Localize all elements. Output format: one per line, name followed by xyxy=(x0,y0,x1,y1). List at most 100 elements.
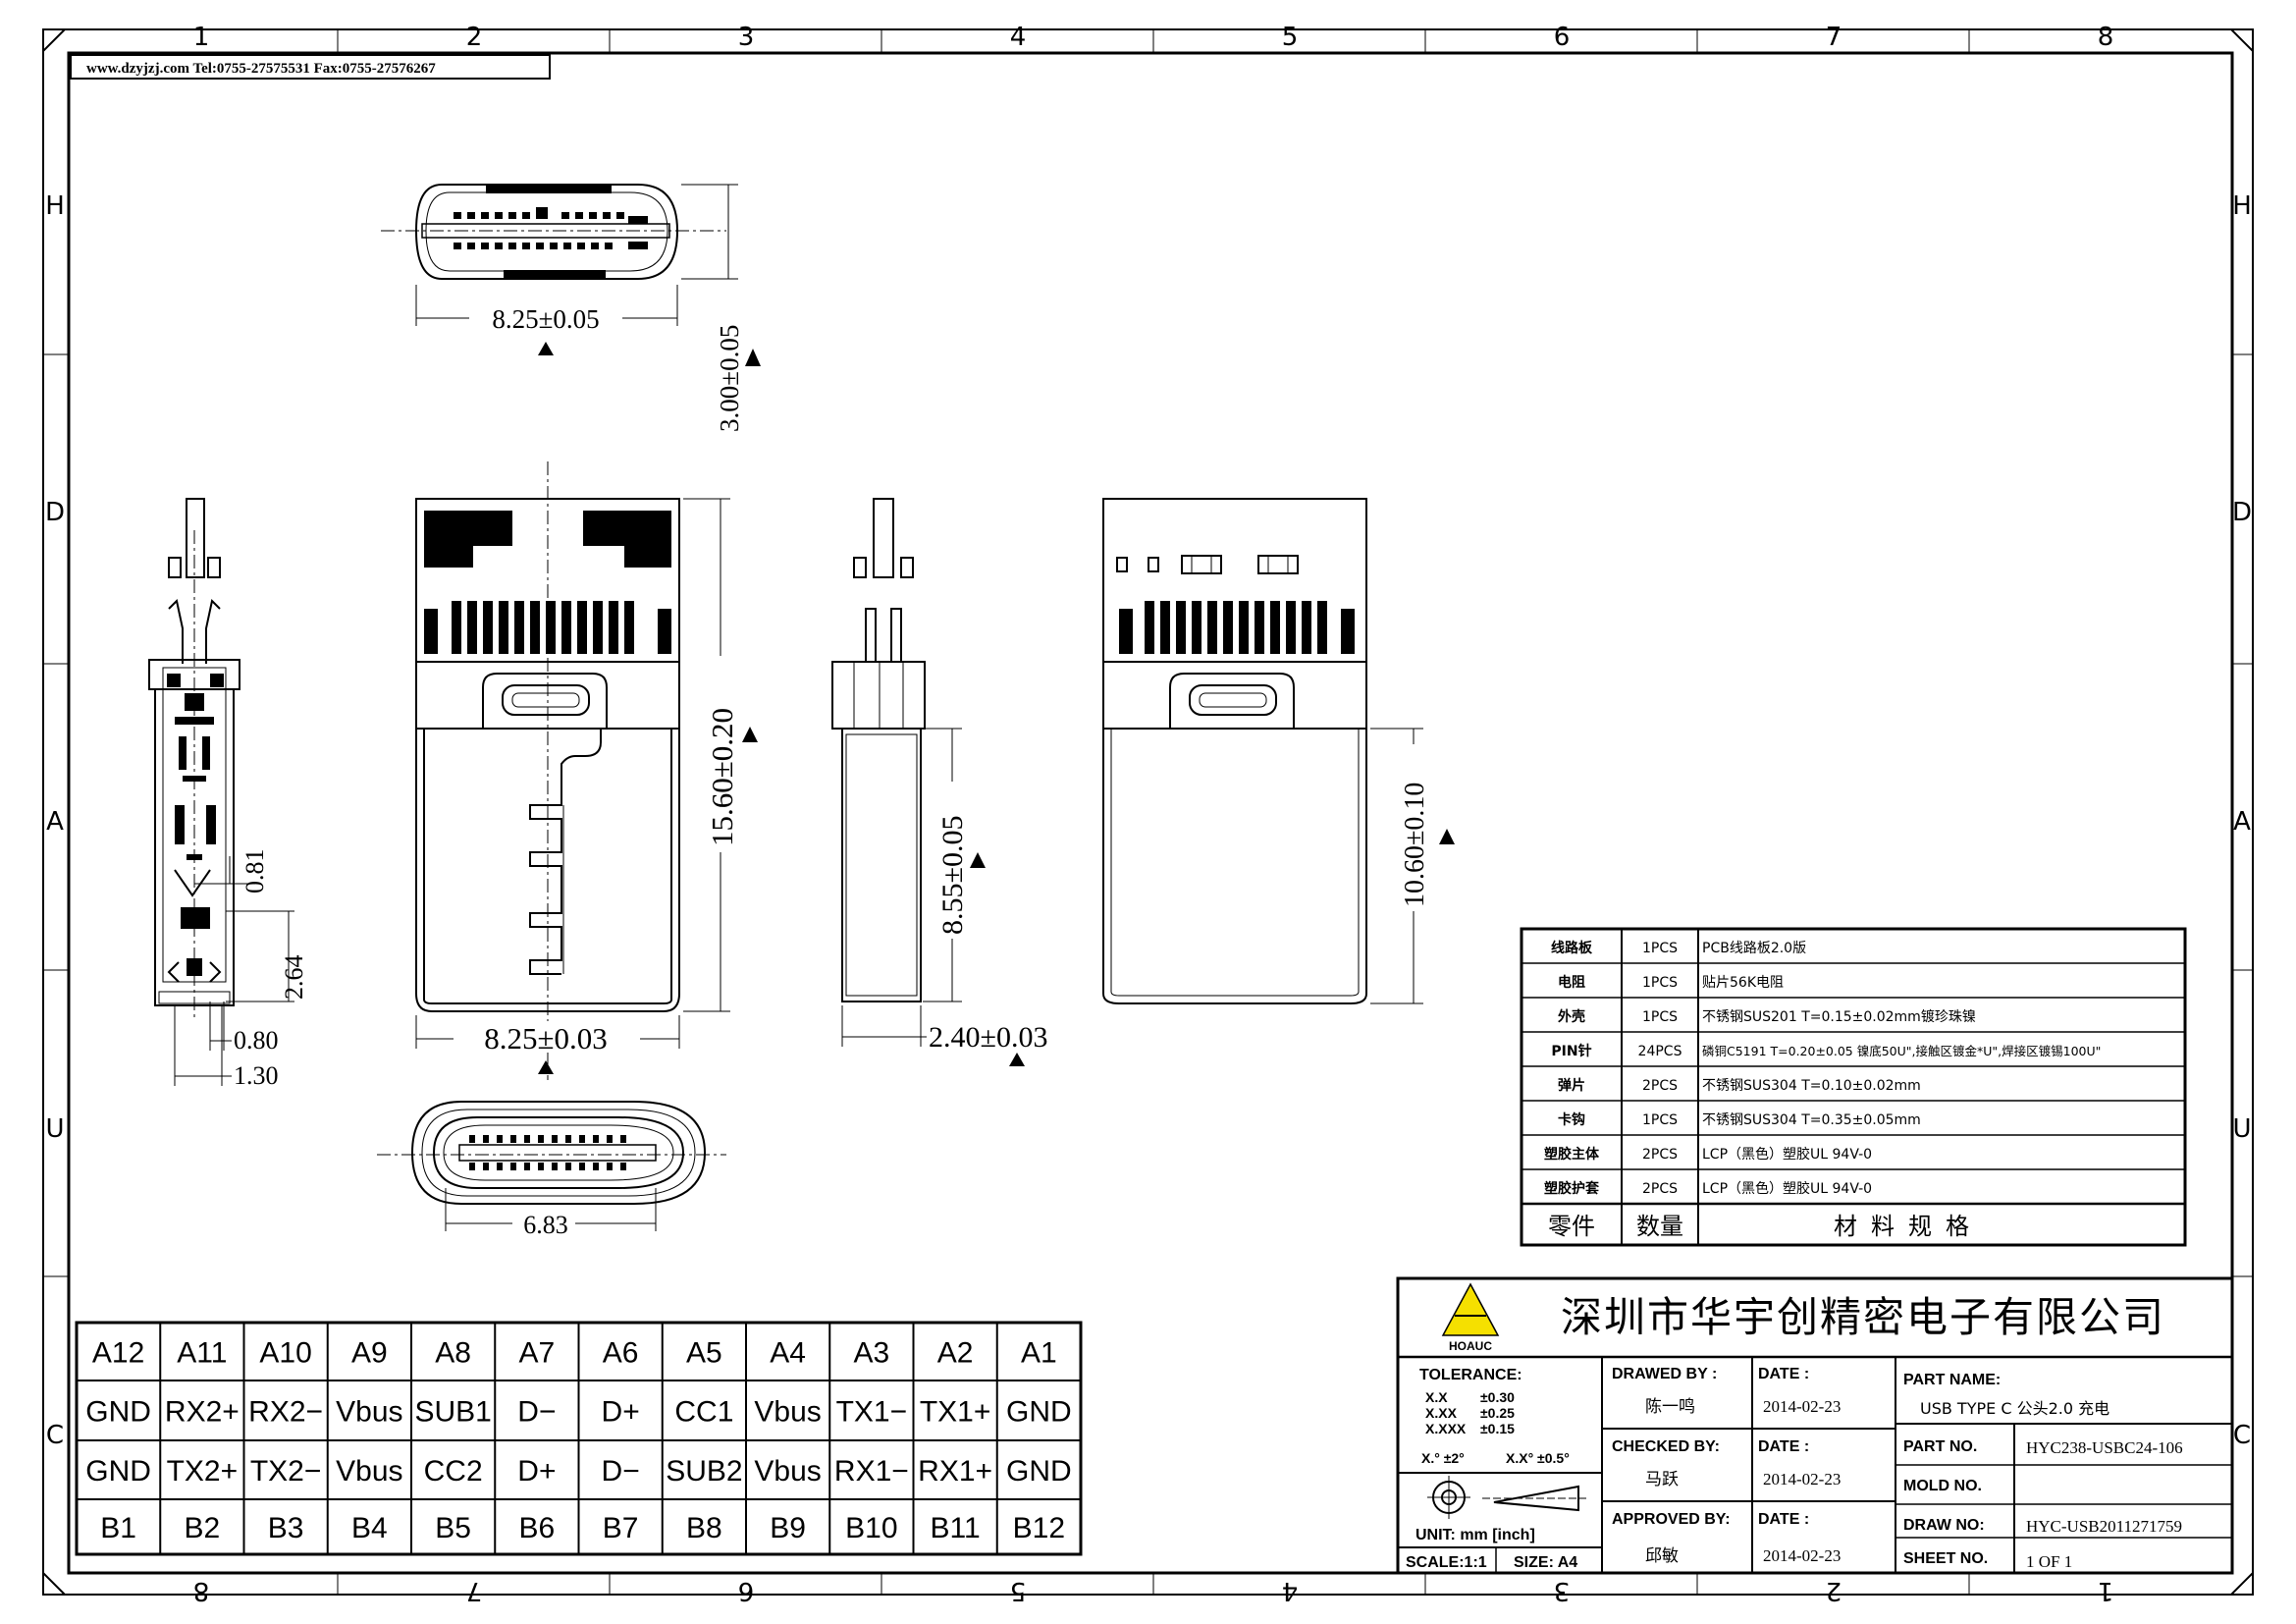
pinout-cell: B8 xyxy=(686,1512,722,1544)
checked-date: 2014-02-23 xyxy=(1763,1470,1841,1489)
pinout-cell: B3 xyxy=(268,1512,304,1544)
pinout-cell: RX1+ xyxy=(918,1455,992,1488)
datum-triangle xyxy=(970,852,986,868)
bom-qty: 1PCS xyxy=(1642,1009,1678,1025)
pinout-cell: TX2+ xyxy=(167,1455,239,1488)
dim-side-081: 0.81 xyxy=(240,849,269,894)
pinout-cell: GND xyxy=(85,1396,151,1429)
pinout-cell: Vbus xyxy=(336,1455,402,1488)
checked-by-name: 马跃 xyxy=(1645,1470,1679,1489)
draw-no-label: DRAW NO: xyxy=(1903,1517,1985,1534)
bom-part: 外壳 xyxy=(1558,1008,1585,1025)
col-label-top: 2 xyxy=(466,23,483,52)
pinout-cell: TX1+ xyxy=(920,1396,991,1429)
bom-spec: LCP（黑色）塑胶UL 94V-0 xyxy=(1702,1146,1872,1163)
pinout-cell: D+ xyxy=(602,1396,640,1429)
contact-text: www.dzyjzj.com Tel:0755-27575531 Fax:075… xyxy=(86,61,436,77)
row-label-right: C xyxy=(2233,1421,2251,1450)
pinout-cell: A10 xyxy=(259,1337,311,1370)
col-label-top: 8 xyxy=(2098,23,2114,52)
pinout-cell: B2 xyxy=(185,1512,221,1544)
tol-xxxx: X.XXX xyxy=(1425,1421,1467,1436)
bom-spec: LCP（黑色）塑胶UL 94V-0 xyxy=(1702,1180,1872,1197)
bom-header-part: 零件 xyxy=(1548,1213,1595,1240)
tol-angle-1: X.° ±2° xyxy=(1421,1450,1465,1466)
date-label: DATE : xyxy=(1758,1438,1809,1455)
part-name-value: USB TYPE C 公头2.0 充电 xyxy=(1920,1399,2109,1418)
drawn-by-label: DRAWED BY : xyxy=(1612,1366,1717,1382)
tol-xx: X.X xyxy=(1425,1389,1448,1405)
col-label-top: 1 xyxy=(193,23,210,52)
dim-profile-thickness: 2.40±0.03 xyxy=(929,1021,1047,1054)
row-label-left: U xyxy=(45,1114,64,1144)
company-logo: HOAUC xyxy=(1441,1282,1500,1353)
row-label-right: D xyxy=(2232,498,2252,527)
bom-spec: 不锈钢SUS304 T=0.35±0.05mm xyxy=(1702,1112,1921,1128)
col-label-top: 5 xyxy=(1282,23,1299,52)
datum-triangle xyxy=(1009,1053,1025,1066)
col-label-top: 3 xyxy=(738,23,755,52)
date-label: DATE : xyxy=(1758,1366,1809,1382)
profile-view-dims: 8.55±0.05 2.40±0.03 xyxy=(929,782,1047,1066)
approved-date: 2014-02-23 xyxy=(1763,1546,1841,1565)
pinout-cell: CC2 xyxy=(424,1455,483,1488)
pinout-cell: D+ xyxy=(517,1455,556,1488)
title-block: HOAUC 深圳市华宇创精密电子有限公司 TOLERANCE: X.X ±0.3… xyxy=(1396,1276,2234,1575)
pinout-cell: A7 xyxy=(519,1337,556,1370)
pinout-cell: B6 xyxy=(519,1512,556,1544)
col-label-bottom: 2 xyxy=(1826,1576,1842,1605)
col-label-top: 6 xyxy=(1554,23,1571,52)
pinout-cell: A3 xyxy=(854,1337,890,1370)
tolerance-label: TOLERANCE: xyxy=(1419,1367,1522,1383)
pinout-cell: A8 xyxy=(435,1337,471,1370)
draw-no-value: HYC-USB2011271759 xyxy=(2026,1517,2182,1536)
side-view-dims: 0.81 2.64 0.80 1.30 xyxy=(234,849,308,1091)
bom-spec: PCB线路板2.0版 xyxy=(1702,941,1806,956)
bom-part: 塑胶护套 xyxy=(1544,1180,1599,1197)
approved-by-name: 邱敏 xyxy=(1645,1546,1679,1566)
pinout-cell: Vbus xyxy=(754,1455,821,1488)
checked-by-label: CHECKED BY: xyxy=(1612,1438,1720,1455)
bom-qty: 2PCS xyxy=(1642,1147,1678,1163)
bom-qty: 1PCS xyxy=(1642,941,1678,956)
pinout-cell: B11 xyxy=(931,1512,981,1544)
pinout-cell: A4 xyxy=(770,1337,806,1370)
sheet-frame xyxy=(42,28,2254,1596)
col-label-bottom: 4 xyxy=(1282,1576,1299,1605)
col-label-top: 4 xyxy=(1010,23,1027,52)
pinout-cell: A11 xyxy=(177,1337,227,1370)
dim-side-130: 1.30 xyxy=(234,1061,279,1090)
part-name-label: PART NAME: xyxy=(1903,1372,2001,1388)
mold-no-label: MOLD NO. xyxy=(1903,1478,1982,1494)
col-label-bottom: 7 xyxy=(466,1576,483,1605)
pinout-cell: B12 xyxy=(1013,1512,1065,1544)
tol-xxxx-val: ±0.15 xyxy=(1480,1421,1515,1436)
bom-qty: 2PCS xyxy=(1642,1078,1678,1094)
pinout-cell: Vbus xyxy=(754,1396,821,1429)
back-view-dims: 10.60±0.10 xyxy=(1396,744,1455,911)
pinout-cell: RX2+ xyxy=(165,1396,240,1429)
col-label-bottom: 1 xyxy=(2098,1576,2114,1605)
pinout-cell: B10 xyxy=(845,1512,897,1544)
end-view-dims: 6.83 xyxy=(512,1210,575,1239)
top-view-dims: 8.25±0.05 3.00±0.05 xyxy=(469,304,761,432)
front-view xyxy=(415,461,730,1080)
dim-top-height: 3.00±0.05 xyxy=(715,325,744,432)
bom-spec: 磷铜C5191 T=0.20±0.05 镍底50U",接触区镀金*U",焊接区镀… xyxy=(1702,1044,2101,1058)
unit-label: UNIT: mm [inch] xyxy=(1415,1527,1535,1543)
col-label-bottom: 6 xyxy=(738,1576,755,1605)
pinout-cell: GND xyxy=(85,1455,151,1488)
bom-part: 塑胶主体 xyxy=(1544,1146,1600,1163)
pinout-cell: B5 xyxy=(435,1512,471,1544)
row-label-right: A xyxy=(2233,807,2251,837)
row-label-left: A xyxy=(46,807,64,837)
bom-header-qty: 数量 xyxy=(1636,1213,1683,1240)
pinout-cell: GND xyxy=(1006,1455,1072,1488)
dim-top-width: 8.25±0.05 xyxy=(492,304,599,334)
dim-front-length: 15.60±0.20 xyxy=(705,708,739,846)
pinout-cell: RX1− xyxy=(834,1455,909,1488)
pinout-cell: B4 xyxy=(351,1512,388,1544)
tol-xxx-val: ±0.25 xyxy=(1480,1405,1515,1421)
